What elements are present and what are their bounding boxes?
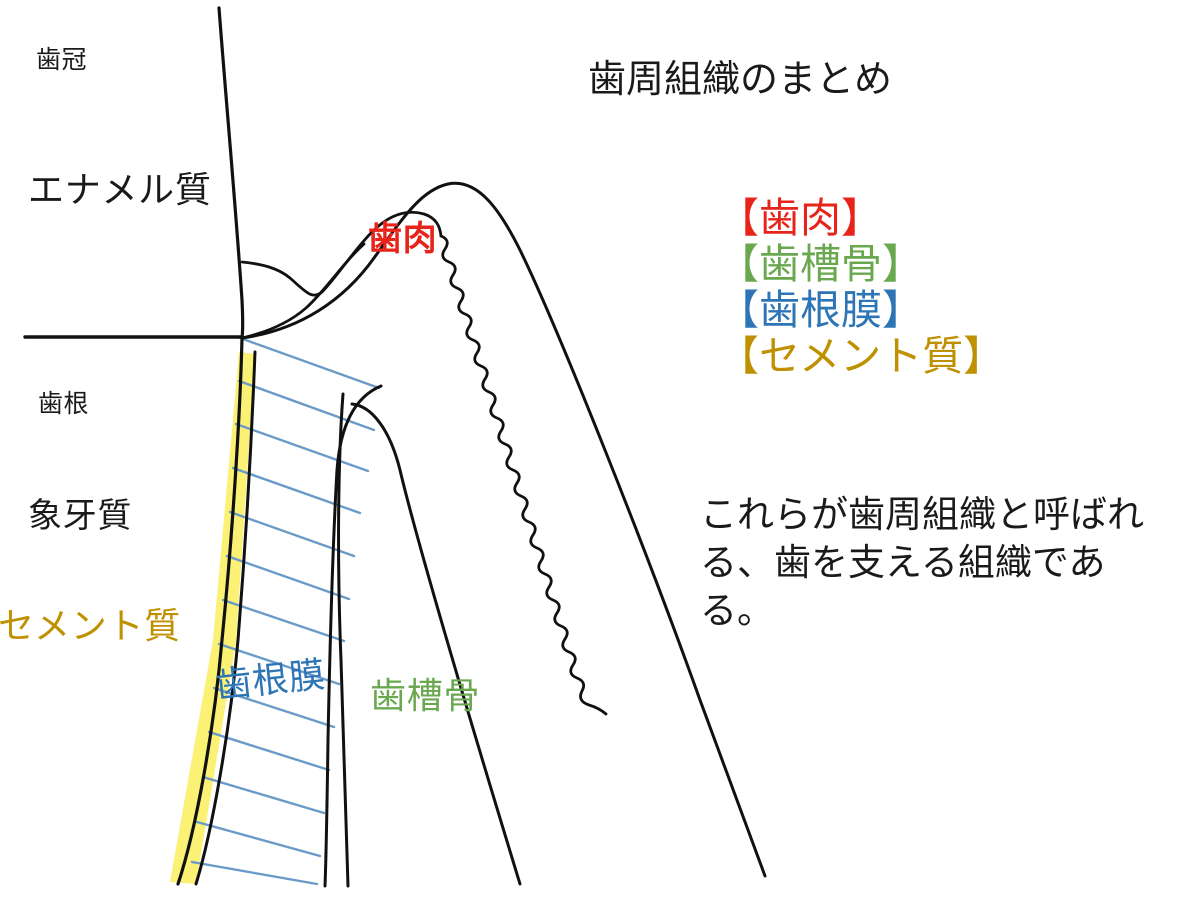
- label-gingiva: 歯肉: [368, 221, 438, 258]
- page-title: 歯周組織のまとめ: [588, 59, 893, 101]
- label-enamel: エナメル質: [28, 170, 212, 210]
- label-root: 歯根: [38, 391, 90, 418]
- label-alveolar-bone: 歯槽骨: [370, 676, 481, 716]
- alveolar-bone-crest-line: [337, 392, 350, 888]
- cementum-band: [170, 352, 255, 884]
- gingiva-outer-contour: [240, 181, 767, 878]
- legend-item-periodontal-ligament: 【歯根膜】: [718, 286, 923, 333]
- gingiva-inner-lower-contour: [240, 242, 366, 340]
- tooth-crown-outline: [217, 6, 245, 340]
- gingiva-wavy-scalloped-line: [439, 234, 608, 716]
- tooth-root-outline-outer: [176, 336, 244, 886]
- tooth-root-outline-inner: [194, 350, 257, 886]
- label-cementum: セメント質: [0, 606, 181, 646]
- legend-item-alveolar-bone: 【歯槽骨】: [718, 240, 923, 287]
- alveolar-bone-outer-wall: [350, 402, 522, 886]
- description-text: これらが歯周組織と呼ばれる、歯を支える組織である。: [700, 495, 1144, 633]
- legend-item-gingiva: 【歯肉】: [718, 195, 882, 241]
- alveolar-bone-inner-wall: [323, 384, 383, 888]
- label-dentin: 象牙質: [28, 498, 133, 535]
- label-crown: 歯冠: [36, 47, 88, 74]
- periodontal-ligament-hatching: [190, 336, 381, 886]
- legend-list: 【歯肉】 【歯槽骨】 【歯根膜】 【セメント質】: [718, 195, 1005, 380]
- legend-item-cementum: 【セメント質】: [718, 332, 1005, 379]
